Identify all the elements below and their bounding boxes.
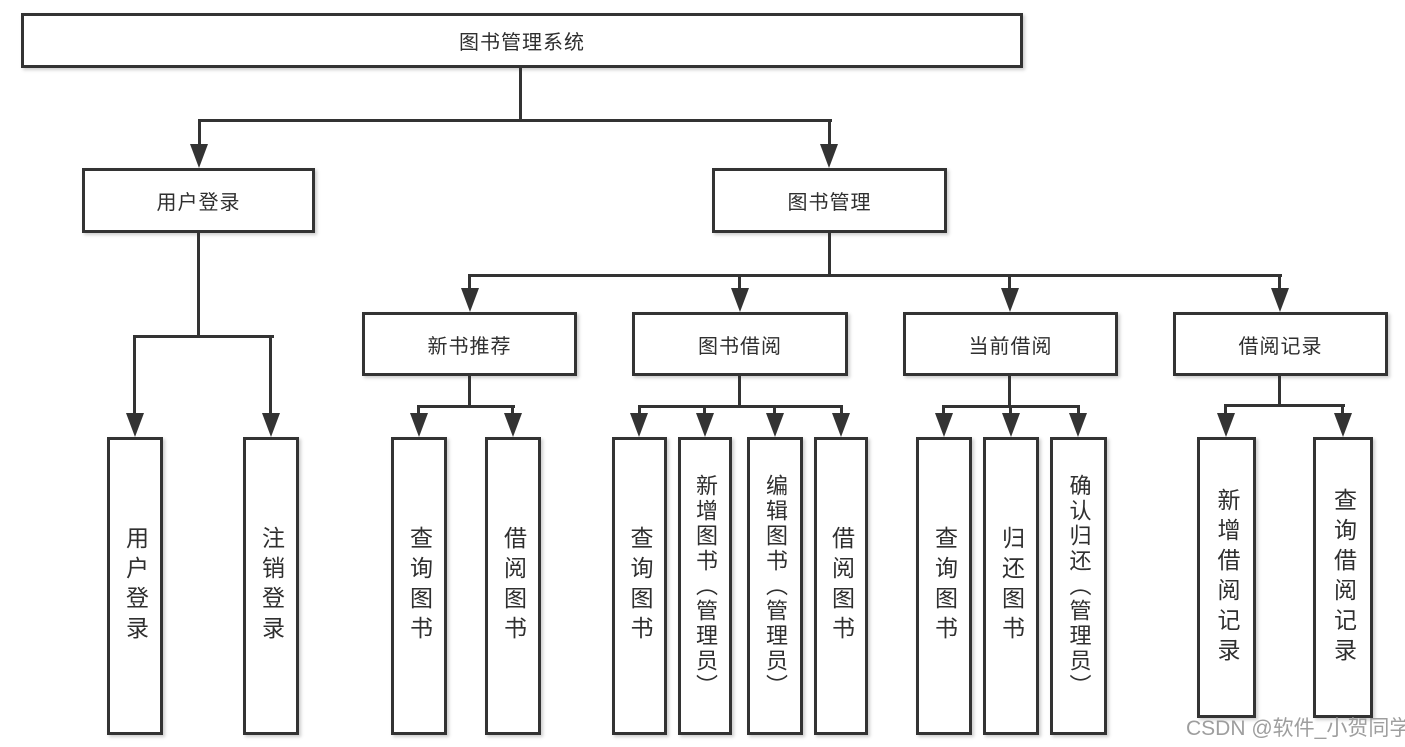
node-book-borrow: 图书借阅 <box>632 312 848 376</box>
arrowhead-leaf <box>766 413 784 437</box>
node-borrow-records: 借阅记录 <box>1173 312 1388 376</box>
node-label: 新书推荐 <box>427 335 512 358</box>
connector-new-book-rail <box>417 405 515 408</box>
connector-login-leaf-shaft <box>133 335 136 415</box>
connector-book-borrow-rail <box>638 405 843 408</box>
arrowhead-book-borrow <box>731 288 749 312</box>
arrowhead-leaf <box>1217 413 1235 437</box>
connector-borrow-records-rail <box>1224 404 1345 407</box>
node-library-management-system: 图书管理系统 <box>21 13 1023 68</box>
node-leaf-query-books-recommend: 查询图书 <box>391 437 447 735</box>
node-label: 查询图书 <box>931 526 958 646</box>
arrowhead-user-login <box>190 144 208 168</box>
node-label: 图书管理 <box>787 192 872 214</box>
node-leaf-borrow-books-recommend: 借阅图书 <box>485 437 541 735</box>
arrowhead-leaf <box>1002 413 1020 437</box>
arrowhead-new-book <box>461 288 479 312</box>
connector-current-borrow-stem <box>1008 376 1011 408</box>
node-label: 借阅图书 <box>500 526 527 646</box>
connector-book-borrow-stem <box>738 376 741 408</box>
node-leaf-return-book: 归还图书 <box>983 437 1039 735</box>
arrowhead-leaf <box>630 413 648 437</box>
arrowhead-leaf <box>935 413 953 437</box>
arrowhead-current-borrow <box>1001 288 1019 312</box>
node-leaf-query-borrow-record: 查询借阅记录 <box>1313 437 1373 718</box>
node-leaf-logout: 注销登录 <box>243 437 299 735</box>
node-leaf-edit-book-admin: 编辑图书（管理员） <box>747 437 803 735</box>
arrowhead-leaf <box>696 413 714 437</box>
connector-book-mgmt-stem <box>828 233 831 277</box>
node-label: 查询借阅记录 <box>1330 487 1357 668</box>
node-leaf-query-books-current: 查询图书 <box>916 437 972 735</box>
connector-current-borrow-shaft <box>1008 274 1011 292</box>
arrowhead-login-leaf <box>126 413 144 437</box>
node-current-borrow: 当前借阅 <box>903 312 1118 376</box>
node-label: 归还图书 <box>998 526 1025 646</box>
node-leaf-borrow-books-borrow: 借阅图书 <box>814 437 868 735</box>
node-leaf-confirm-return-admin: 确认归还（管理员） <box>1050 437 1107 735</box>
connector-book-mgmt-shaft <box>828 119 831 148</box>
node-new-book-recommend: 新书推荐 <box>362 312 577 376</box>
node-user-login: 用户登录 <box>82 168 315 233</box>
node-label: 查询图书 <box>406 526 433 646</box>
node-label: 注销登录 <box>258 526 285 646</box>
node-leaf-add-book-admin: 新增图书（管理员） <box>678 437 732 735</box>
arrowhead-leaf <box>832 413 850 437</box>
node-label: 新增借阅记录 <box>1214 487 1240 668</box>
connector-leaf-shaft <box>1341 404 1344 416</box>
connector-leaf-shaft <box>840 405 843 416</box>
node-label: 借阅记录 <box>1238 335 1323 358</box>
connector-level2-rail <box>198 119 832 122</box>
node-label: 图书管理系统 <box>459 32 585 54</box>
node-label: 确认归还（管理员） <box>1066 473 1092 699</box>
connector-user-login-stem <box>197 233 200 338</box>
connector-logout-leaf-shaft <box>269 335 272 415</box>
node-label: 图书借阅 <box>698 335 782 358</box>
node-label: 新增图书（管理员） <box>693 473 718 699</box>
node-leaf-query-books-borrow: 查询图书 <box>612 437 667 735</box>
node-leaf-add-borrow-record: 新增借阅记录 <box>1197 437 1256 718</box>
node-label: 当前借阅 <box>968 335 1053 358</box>
node-book-management: 图书管理 <box>712 168 947 233</box>
arrowhead-leaf <box>410 413 428 437</box>
node-label: 用户登录 <box>156 192 241 214</box>
node-leaf-user-login: 用户登录 <box>107 437 163 735</box>
arrowhead-borrow-records <box>1271 288 1289 312</box>
connector-leaf-shaft <box>638 405 641 416</box>
csdn-watermark: CSDN @软件_小贺同学 <box>1186 717 1405 740</box>
connector-user-login-shaft <box>198 119 201 148</box>
connector-leaf-shaft <box>511 405 514 416</box>
connector-user-login-rail <box>133 335 274 338</box>
arrowhead-leaf <box>1334 413 1352 437</box>
arrowhead-book-mgmt <box>820 144 838 168</box>
connector-borrow-records-stem <box>1278 376 1281 407</box>
connector-leaf-shaft <box>942 405 945 416</box>
connector-borrow-records-shaft <box>1278 274 1281 292</box>
connector-leaf-shaft <box>1009 405 1012 416</box>
connector-book-borrow-shaft <box>738 274 741 292</box>
connector-new-book-stem <box>468 376 471 408</box>
connector-level3-rail <box>468 274 1282 277</box>
connector-leaf-shaft <box>417 405 420 416</box>
connector-leaf-shaft <box>703 405 706 416</box>
node-label: 编辑图书（管理员） <box>763 473 788 699</box>
arrowhead-leaf <box>504 413 522 437</box>
connector-new-book-shaft <box>468 274 471 292</box>
connector-root-stem <box>519 68 522 120</box>
node-label: 借阅图书 <box>828 526 855 646</box>
arrowhead-logout-leaf <box>262 413 280 437</box>
connector-leaf-shaft <box>1077 405 1080 416</box>
arrowhead-leaf <box>1069 413 1087 437</box>
connector-leaf-shaft <box>1224 404 1227 416</box>
node-label: 用户登录 <box>122 526 149 646</box>
node-label: 查询图书 <box>627 526 653 646</box>
connector-leaf-shaft <box>773 405 776 416</box>
